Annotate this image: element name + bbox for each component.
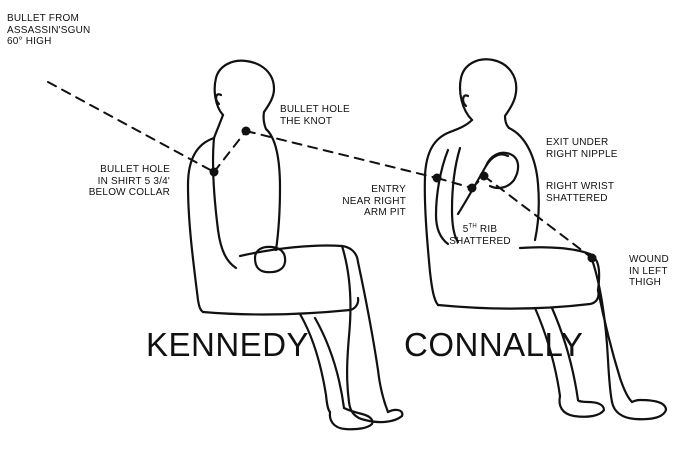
label-wrist: RIGHT WRIST SHATTERED	[546, 181, 615, 204]
wound-dot-thigh	[587, 253, 597, 263]
connally-shoe-back	[558, 394, 606, 418]
kennedy-head	[213, 59, 276, 131]
name-kennedy: KENNEDY	[146, 326, 310, 363]
label-wound: WOUND IN LEFT THIGH	[629, 254, 669, 288]
wound-dot-wrist	[479, 171, 489, 181]
label-exit: EXIT UNDER RIGHT NIPPLE	[546, 137, 618, 160]
wound-dot-shirt	[209, 167, 219, 177]
connally-hand	[484, 151, 520, 190]
kennedy-shoe-front	[347, 400, 404, 424]
wound-dot-entry	[432, 173, 442, 183]
bullet-trajectory	[47, 81, 593, 259]
connally-shoe-front	[610, 398, 668, 421]
kennedy-figure	[186, 59, 404, 431]
label-rib: 5TH RIB SHATTERED	[449, 223, 511, 247]
label-bullet-hole-shirt: BULLET HOLE IN SHIRT 5 3/4' BELOW COLLAR	[88, 164, 170, 198]
connally-head	[458, 58, 518, 130]
label-entry: ENTRY NEAR RIGHT ARM PIT	[342, 184, 406, 218]
label-bullet-hole-knot: BULLET HOLE THE KNOT	[280, 104, 350, 127]
kennedy-hand	[253, 245, 287, 274]
wound-markers	[209, 126, 597, 263]
wound-dot-rib	[467, 183, 477, 193]
connally-back	[423, 130, 452, 307]
wound-dot-knot	[241, 126, 251, 136]
name-connally: CONNALLY	[404, 326, 584, 363]
label-bullet-from: BULLET FROM ASSASSIN'SGUN 60° HIGH	[7, 13, 91, 47]
kennedy-back	[186, 136, 216, 314]
connally-figure	[423, 58, 668, 421]
kennedy-shoe-back	[328, 406, 374, 431]
